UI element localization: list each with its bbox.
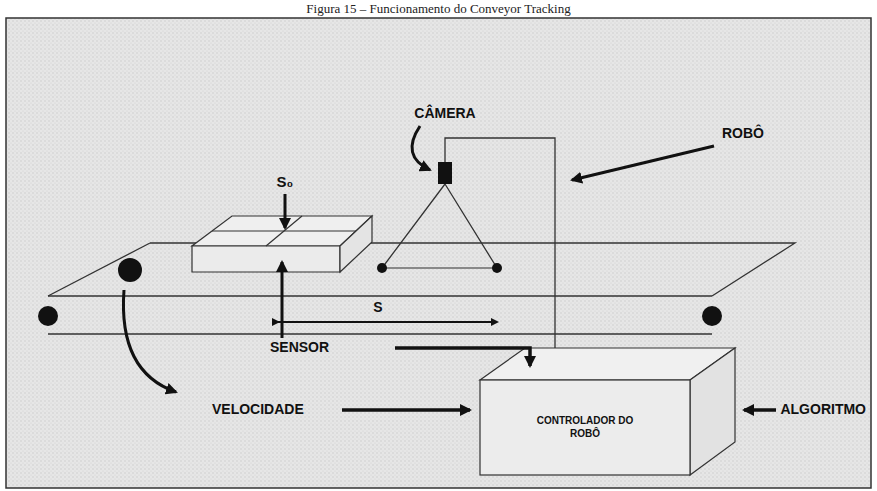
distance-label: S [373, 300, 382, 315]
gripper-tip [377, 263, 387, 273]
gripper-tip [492, 263, 502, 273]
robot-label: ROBÔ [722, 126, 764, 141]
sensor-label: SENSOR [270, 340, 329, 355]
sensor-signal [395, 348, 530, 366]
controller-box [480, 348, 735, 475]
gripper [382, 267, 497, 269]
conveyor-belt [48, 243, 795, 334]
s0-arrow [284, 194, 287, 228]
robot-pointer [572, 146, 714, 180]
camera-pointer [412, 126, 430, 170]
distance-arrow [278, 321, 497, 323]
roller [702, 306, 722, 326]
robot-arm [382, 184, 497, 268]
speed-signal [342, 408, 470, 412]
algorithm-signal [744, 408, 776, 412]
speed-pointer [123, 290, 176, 392]
algorithm-label: ALGORITMO [780, 402, 866, 417]
robot-frame [445, 138, 555, 352]
drive-roller [118, 258, 142, 282]
frame [6, 18, 871, 488]
roller [38, 306, 58, 326]
controller-box: CONTROLADOR DO ROBÔ [482, 382, 688, 473]
camera-symbol [438, 162, 452, 184]
node-label: CONTROLADOR DO ROBÔ [530, 415, 640, 440]
figure-title: Figura 15 – Funcionamento do Conveyor Tr… [306, 1, 570, 17]
camera-label: CÂMERA [414, 106, 475, 121]
speed-label: VELOCIDADE [212, 402, 304, 417]
s0-label: S₀ [277, 174, 294, 191]
sensor-arrow [281, 262, 284, 338]
